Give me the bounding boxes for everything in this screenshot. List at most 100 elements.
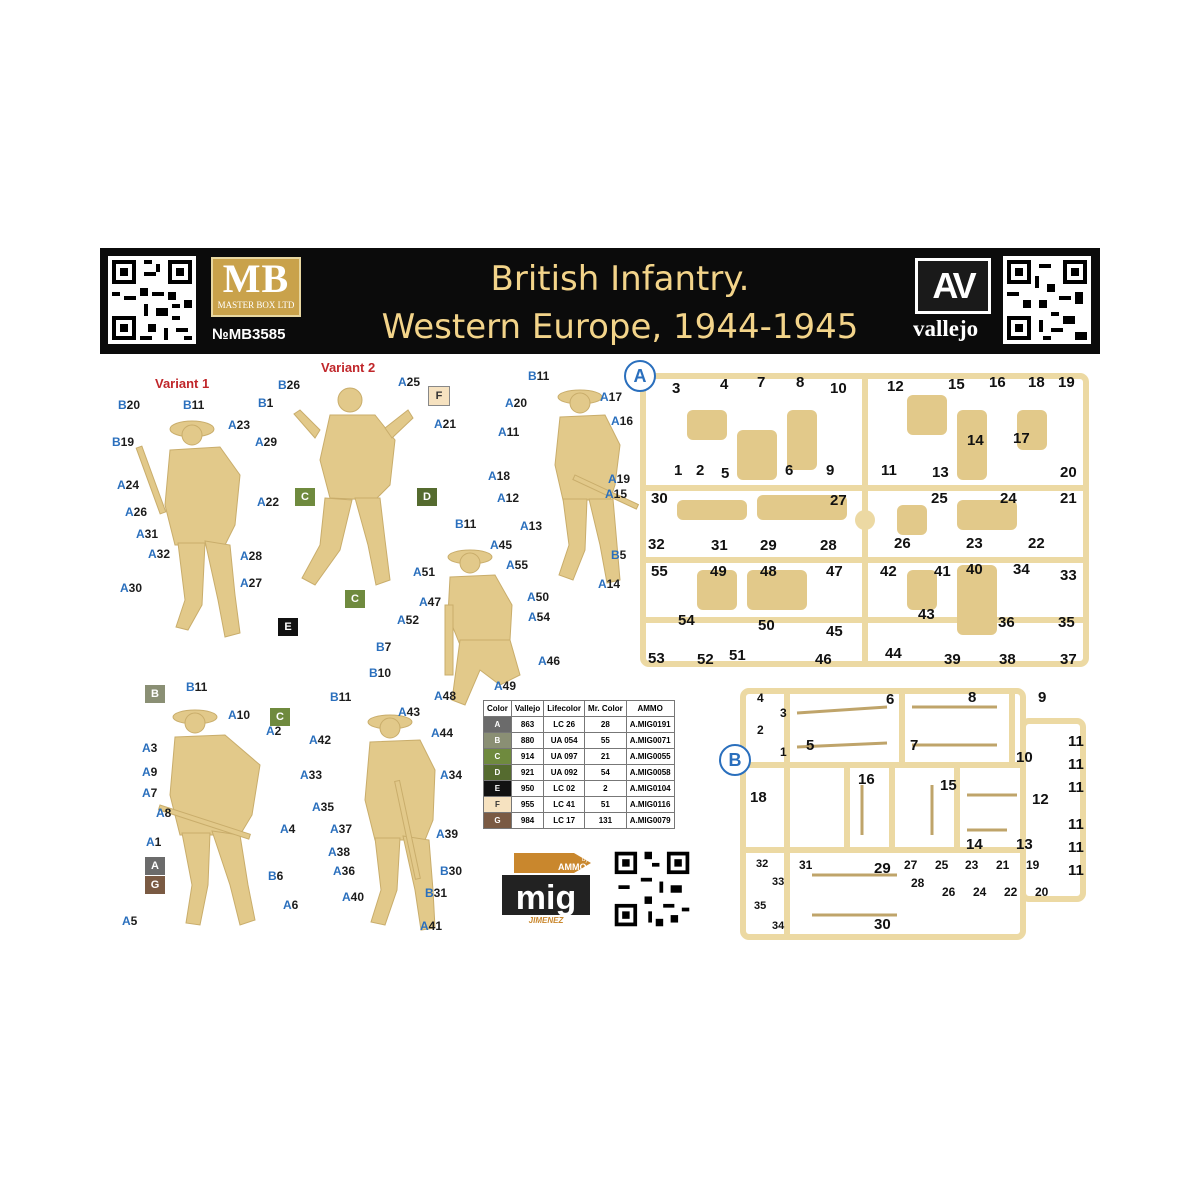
- sprue-b-num: 18: [750, 789, 767, 806]
- figure-6-soldier-with-rifle: [364, 714, 436, 931]
- callout-f6-11: B30: [440, 864, 463, 878]
- color-code-cell: C: [483, 748, 512, 765]
- table-cell: 21: [584, 748, 627, 765]
- callout-f1-11: A28: [240, 549, 263, 563]
- callout-f6-5: A33: [300, 768, 323, 782]
- swatch-f: F: [428, 386, 450, 406]
- callout-f5-2: A10: [228, 708, 251, 722]
- callout-f4-5: A47: [419, 595, 442, 609]
- table-cell: 28: [584, 716, 627, 733]
- color-code-cell: F: [483, 796, 512, 813]
- table-cell: LC 41: [543, 796, 586, 813]
- callout-f3-2: A20: [505, 396, 528, 410]
- sprue-a-num: 45: [826, 623, 843, 640]
- table-cell: 955: [510, 796, 545, 813]
- callout-f1-7: A26: [125, 505, 148, 519]
- color-code-cell: E: [483, 780, 512, 797]
- sprue-b-num: 11: [1068, 779, 1084, 796]
- qr-code-left: [108, 256, 196, 344]
- sprue-a-num: 9: [826, 462, 835, 479]
- sprue-a-num: 3: [672, 380, 681, 397]
- sprue-b-num: 4: [757, 691, 764, 705]
- sprue-b-num: 14: [966, 836, 983, 853]
- sprue-a-num: 31: [711, 537, 728, 554]
- sprue-b-num: 26: [942, 885, 956, 899]
- callout-f5-1: B11: [186, 680, 208, 694]
- callout-f4-13: A49: [494, 679, 517, 693]
- table-cell: UA 092: [543, 764, 586, 781]
- table-cell: LC 26: [543, 716, 586, 733]
- callout-f4-12: A48: [434, 689, 457, 703]
- sprue-b-num: 30: [874, 916, 891, 933]
- sprue-a-frame: [640, 373, 1089, 667]
- color-code-cell: D: [483, 764, 512, 781]
- sprue-b-num: 32: [756, 858, 769, 870]
- callout-f3-7: A19: [608, 472, 631, 486]
- sprue-a-num: 4: [720, 376, 729, 393]
- sprue-b-num: 11: [1068, 862, 1084, 879]
- table-header: Mr. Color: [584, 700, 627, 717]
- callout-f3-12: A14: [598, 577, 621, 591]
- callout-f1-5: A29: [255, 435, 278, 449]
- table-cell: 880: [510, 732, 545, 749]
- ammo-by: by: [582, 857, 588, 863]
- sprue-b-num: 16: [858, 771, 875, 788]
- swatch-b: B: [145, 685, 165, 703]
- sprue-a-num: 33: [1060, 567, 1077, 584]
- callout-f4-9: B7: [376, 640, 392, 654]
- sprue-a-num: 22: [1028, 535, 1045, 552]
- table-cell: 131: [584, 812, 627, 829]
- sprue-b-num: 9: [1038, 689, 1047, 706]
- callout-f1-9: A31: [136, 527, 159, 541]
- sprue-a-num: 28: [820, 537, 837, 554]
- title-line-1: British Infantry.: [490, 259, 750, 299]
- color-code-cell: B: [483, 732, 512, 749]
- callout-f5-7: A8: [156, 806, 172, 820]
- callout-f6-10: A38: [328, 845, 351, 859]
- sprue-b-num: 25: [935, 858, 949, 872]
- sprue-b-num: 6: [886, 691, 895, 708]
- callout-f3-10: A13: [520, 519, 543, 533]
- table-cell: 51: [584, 796, 627, 813]
- sprue-a-num: 20: [1060, 464, 1077, 481]
- callout-f6-8: A37: [330, 822, 353, 836]
- figure-3-soldier-with-rifle: [554, 389, 640, 584]
- callout-f2-4: A21: [434, 417, 457, 431]
- sprue-a-num: 15: [948, 376, 965, 393]
- callout-f2-2: B1: [258, 396, 274, 410]
- table-header-row: Color Vallejo Lifecolor Mr. Color AMMO: [483, 700, 675, 717]
- qr-code-ammo: [611, 848, 693, 930]
- callout-f3-9: A15: [605, 487, 628, 501]
- vallejo-wordmark: vallejo: [913, 316, 979, 341]
- swatch-e: E: [278, 618, 298, 636]
- callout-f6-1: B11: [330, 690, 352, 704]
- variant-2-label: Variant 2: [321, 360, 376, 375]
- callout-f6-14: A40: [342, 890, 365, 904]
- sprue-b-num: 34: [772, 920, 785, 932]
- sprue-a-num: 30: [651, 490, 668, 507]
- table-cell: A.MIG0116: [625, 796, 675, 813]
- callout-f6-9: A39: [436, 827, 459, 841]
- sprue-b-num: 13: [1016, 836, 1033, 853]
- sprue-b-num: 11: [1068, 839, 1084, 856]
- table-cell: A.MIG0058: [625, 764, 675, 781]
- sprue-a-num: 47: [826, 563, 843, 580]
- sprue-b-num: 10: [1016, 749, 1033, 766]
- callout-f1-3: A23: [228, 418, 251, 432]
- sprue-b-num: 28: [911, 876, 925, 890]
- callout-f5-12: A6: [283, 898, 299, 912]
- sprue-b-frame: [740, 688, 1086, 940]
- sprue-b-num: 23: [965, 858, 979, 872]
- sprue-b-num: 3: [780, 706, 787, 720]
- mig-text: mig: [516, 879, 576, 917]
- sprue-a-num: 21: [1060, 490, 1077, 507]
- table-cell: LC 02: [543, 780, 586, 797]
- sprue-b-num: 27: [904, 858, 918, 872]
- callout-f6-12: A36: [333, 864, 356, 878]
- table-cell: A.MIG0071: [625, 732, 675, 749]
- sprue-a-num: 54: [678, 612, 695, 629]
- sprue-a-num: 52: [697, 651, 714, 668]
- callout-f4-10: A46: [538, 654, 561, 668]
